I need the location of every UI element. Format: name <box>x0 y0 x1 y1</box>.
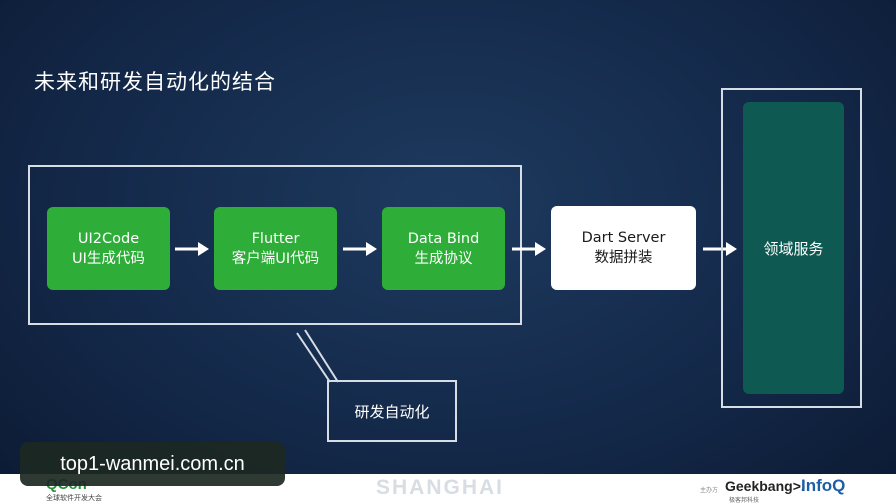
flutter-node-subtitle: 客户端UI代码 <box>231 250 320 267</box>
data-bind-node-subtitle: 生成协议 <box>414 250 473 267</box>
ui2code-node-title: UI2Code <box>77 230 140 247</box>
flutter-node: Flutter 客户端UI代码 <box>214 207 337 290</box>
slide: 未来和研发自动化的结合 UI2Code UI生成代码 Flutter 客户端UI… <box>28 70 862 442</box>
callout-box: 研发自动化 <box>327 380 457 442</box>
dart-server-node-subtitle: 数据拼装 <box>594 250 653 266</box>
data-bind-node: Data Bind 生成协议 <box>382 207 505 290</box>
arrow-right-icon <box>343 242 377 256</box>
callout-label: 研发自动化 <box>354 402 430 421</box>
city-label: SHANGHAI <box>376 476 505 499</box>
ui2code-node-subtitle: UI生成代码 <box>72 250 145 267</box>
watermark-banner: top1-wanmei.com.cn <box>20 442 285 486</box>
domain-service-outer-box <box>721 88 862 408</box>
geekbang-subtitle: 极客邦科技 <box>729 497 760 504</box>
dart-server-node: Dart Server 数据拼装 <box>551 206 696 290</box>
geekbang-logo: Geekbang>. <box>725 478 805 494</box>
data-bind-node-title: Data Bind <box>407 230 480 247</box>
automation-group-box <box>28 165 522 325</box>
flutter-node-title: Flutter <box>251 230 300 247</box>
sponsor-label: 主办方 <box>700 487 719 494</box>
domain-service-label: 领域服务 <box>763 240 824 258</box>
arrow-right-icon <box>512 242 546 256</box>
domain-service-panel <box>743 102 844 394</box>
arrow-right-icon <box>703 242 737 256</box>
infoq-logo: InfoQ <box>801 476 846 495</box>
callout-pointer <box>296 329 339 383</box>
watermark-text: top1-wanmei.com.cn <box>60 452 245 475</box>
ui2code-node: UI2Code UI生成代码 <box>47 207 170 290</box>
qcon-subtitle: 全球软件开发大会 <box>46 494 102 502</box>
dart-server-node-title: Dart Server <box>581 230 666 246</box>
slide-title: 未来和研发自动化的结合 <box>34 70 276 94</box>
arrow-right-icon <box>175 242 209 256</box>
